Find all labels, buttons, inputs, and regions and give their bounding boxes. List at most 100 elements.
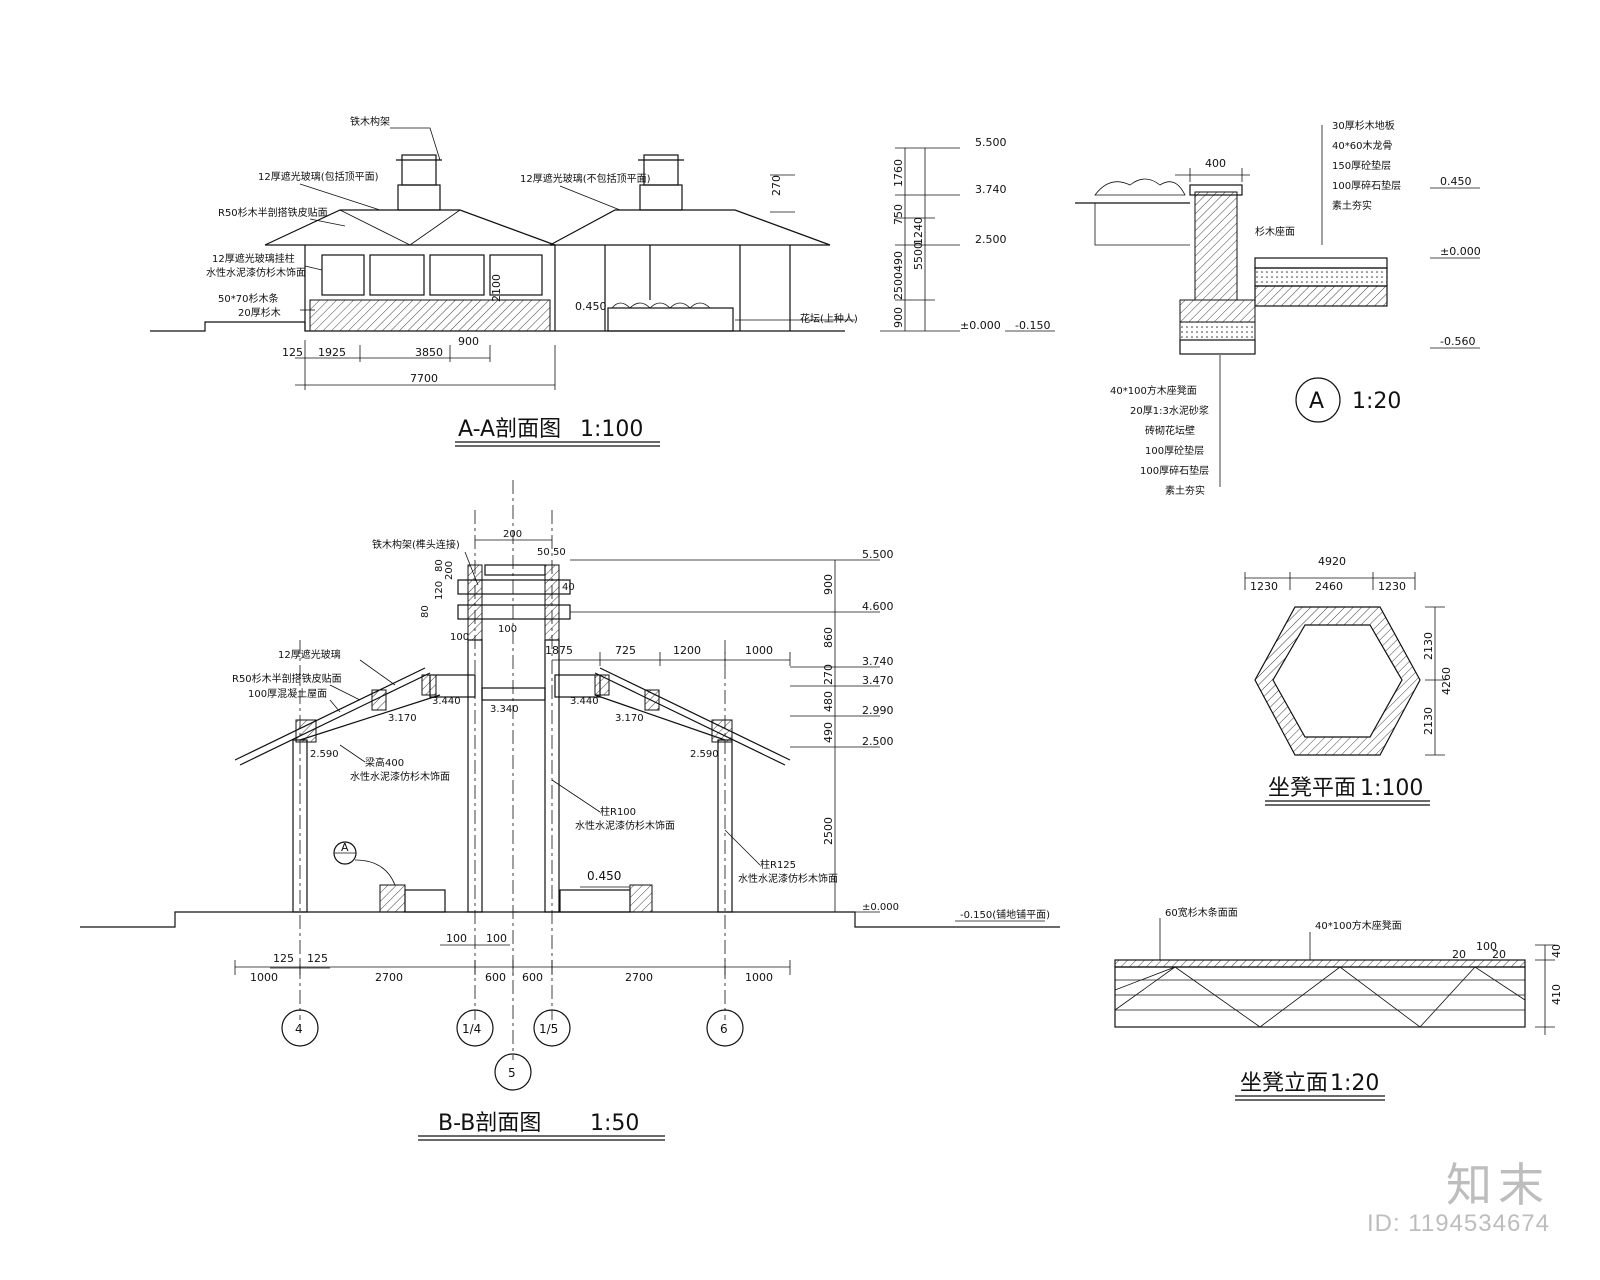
aa-label-7: 12厚遮光玻璃(不包括顶平面) — [520, 172, 651, 185]
bb-sd-4: 100 — [450, 632, 469, 643]
plan-dim-top-1: 1230 — [1250, 580, 1278, 593]
watermark: 知末 ID: 1194534674 — [1367, 1160, 1550, 1238]
plan-dim-top-2: 2460 — [1315, 580, 1343, 593]
bb-label-8: 柱R125 — [760, 858, 796, 871]
bb-h-7: 0.450 — [587, 869, 621, 883]
aa-title: A-A剖面图 — [458, 417, 561, 442]
axis-bubble-1-4 — [456, 1009, 494, 1047]
bb-h-3: 3.340 — [490, 704, 519, 715]
detaila-scale: 1:20 — [1352, 389, 1401, 414]
bb-sd-2: 200 — [444, 561, 455, 580]
aa-vdim-5500: 5500 — [912, 242, 925, 270]
aa-elev-4: -0.150 — [1015, 319, 1050, 332]
bb-label-3: 100厚混凝土屋面 — [248, 687, 327, 700]
bb-bd-2: 125 — [273, 952, 294, 965]
elev-dim-4: 410 — [1550, 984, 1563, 1005]
bb-title: B-B剖面图 — [438, 1111, 541, 1136]
bb-td-6: 725 — [615, 644, 636, 657]
aa-elev-3: ±0.000 — [960, 319, 1001, 332]
watermark-logo: 知末 — [1446, 1158, 1550, 1212]
elev-dim-2: 20 — [1492, 948, 1506, 961]
bb-el-3: 3.470 — [862, 674, 894, 687]
bb-bd-8: 2700 — [625, 971, 653, 984]
bb-rv-3: 480 — [822, 691, 835, 712]
bb-bd-4: 1000 — [250, 971, 278, 984]
bb-h-6: 2.590 — [690, 749, 719, 760]
detaila-l-1: 20厚1:3水泥砂浆 — [1130, 404, 1209, 417]
aa-vdim-2500: 2500 — [892, 272, 905, 300]
aa-label-8: 花坛(上种人) — [800, 312, 858, 325]
bb-label-0: 铁木构架(榫头连接) — [372, 538, 460, 551]
aa-scale: 1:100 — [580, 417, 643, 442]
bb-sd-3: 80 — [434, 559, 445, 572]
aa-dim-900: 900 — [458, 335, 479, 348]
bb-td-0: 200 — [503, 529, 522, 540]
bb-bd-7: 600 — [522, 971, 543, 984]
detaila-l-5: 素土夯实 — [1165, 484, 1205, 497]
elev-dim-3: 40 — [1550, 944, 1563, 958]
aa-vdim-1240: 1240 — [912, 217, 925, 245]
bb-td-3: 40 — [562, 582, 575, 593]
aa-vdim-1760: 1760 — [892, 159, 905, 187]
bb-label-4: 梁高400 — [365, 756, 404, 769]
elev-dim-1: 20 — [1452, 948, 1466, 961]
plan-title: 坐凳平面 — [1268, 776, 1356, 801]
bb-h-5: 3.170 — [615, 713, 644, 724]
elev-label-0: 60宽杉木条面面 — [1165, 906, 1238, 919]
detaila-r-4: 素土夯实 — [1332, 199, 1372, 212]
axis-bubble-6 — [706, 1009, 744, 1047]
bb-axis-0: 4 — [295, 1022, 303, 1036]
detail-a: 400 30厚杉木地板 40*60木龙骨 150厚砼垫层 100厚碎石垫层 素土… — [1075, 119, 1481, 497]
bb-callout-a: A — [341, 841, 349, 854]
axis-bubble-5 — [494, 1053, 532, 1091]
detaila-top-dim: 400 — [1205, 157, 1226, 170]
bb-label-5: 水性水泥漆仿杉木饰面 — [350, 770, 450, 783]
detaila-mid: 杉木座面 — [1255, 225, 1295, 238]
section-aa: 铁木构架 12厚遮光玻璃(包括顶平面) R50杉木半剖搭铁皮贴面 12厚遮光玻璃… — [150, 115, 1055, 447]
aa-dim-125: 125 — [282, 346, 303, 359]
detaila-r-2: 150厚砼垫层 — [1332, 159, 1391, 172]
aa-dim-3850: 3850 — [415, 346, 443, 359]
watermark-id: ID: 1194534674 — [1366, 1210, 1550, 1237]
bb-label-6: 柱R100 — [600, 805, 636, 818]
aa-dim-0450: 0.450 — [575, 300, 607, 313]
detaila-elev-1: ±0.000 — [1440, 245, 1481, 258]
axis-bubble-1-5 — [533, 1009, 571, 1047]
bb-el-4: 2.990 — [862, 704, 894, 717]
plan-dim-top-0: 4920 — [1318, 555, 1346, 568]
plan-dim-r-2: 4260 — [1440, 667, 1453, 695]
bb-bd-9: 1000 — [745, 971, 773, 984]
aa-label-0: 铁木构架 — [350, 115, 390, 128]
bb-bd-6: 600 — [485, 971, 506, 984]
aa-dim-7700: 7700 — [410, 372, 438, 385]
bb-label-2: R50杉木半剖搭铁皮贴面 — [232, 672, 342, 685]
elev-title: 坐凳立面 — [1240, 1071, 1328, 1096]
detaila-l-0: 40*100方木座凳面 — [1110, 384, 1197, 397]
elev-label-1: 40*100方木座凳面 — [1315, 919, 1402, 932]
aa-label-5: 50*70杉木条 — [218, 292, 278, 305]
bb-rv-2: 270 — [822, 664, 835, 685]
bench-plan: 4920 1230 2460 1230 2130 2130 4260 坐凳平面 … — [1244, 555, 1453, 806]
bb-el-5: 2.500 — [862, 735, 894, 748]
aa-label-6: 20厚杉木 — [238, 306, 281, 319]
aa-label-2: R50杉木半剖搭铁皮贴面 — [218, 206, 328, 219]
bb-el-2: 3.740 — [862, 655, 894, 668]
bb-td-8: 1000 — [745, 644, 773, 657]
aa-label-1: 12厚遮光玻璃(包括顶平面) — [258, 170, 379, 183]
bb-td-4: 100 — [498, 624, 517, 635]
bb-td-1: 50 — [537, 547, 550, 558]
plan-scale: 1:100 — [1360, 776, 1423, 801]
bb-rv-4: 490 — [822, 722, 835, 743]
bb-scale: 1:50 — [590, 1111, 639, 1136]
bb-td-2: 50 — [553, 547, 566, 558]
bb-sd-0: 80 — [420, 605, 431, 618]
plan-dim-r-1: 2130 — [1422, 707, 1435, 735]
plan-dim-top-3: 1230 — [1378, 580, 1406, 593]
bb-h-0: 3.440 — [432, 696, 461, 707]
bb-axis-2: 1/5 — [539, 1022, 558, 1036]
detaila-r-0: 30厚杉木地板 — [1332, 119, 1395, 132]
detaila-callout: A — [1309, 389, 1324, 414]
detaila-elev-2: -0.560 — [1440, 335, 1475, 348]
bb-label-9: 水性水泥漆仿杉木饰面 — [738, 872, 838, 885]
section-bb: A 铁木构架(榫头连接) 12厚遮光玻璃 R50杉木半剖搭铁皮贴面 100厚混凝… — [80, 480, 1060, 1141]
